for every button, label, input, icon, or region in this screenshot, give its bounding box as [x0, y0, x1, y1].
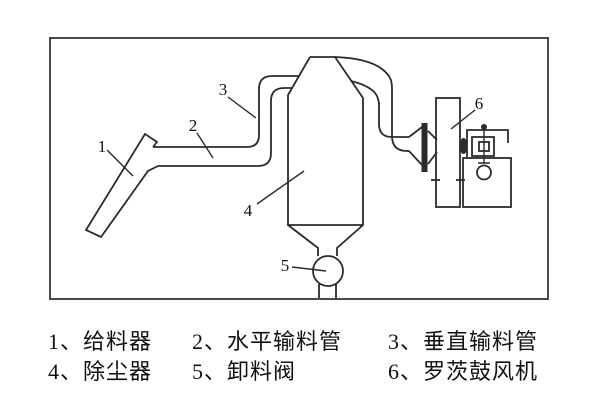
- legend-part-name: 卸料阀: [227, 359, 297, 384]
- exhaust-pipe-outer-wall: [334, 56, 409, 152]
- legend-separator: 、: [204, 359, 228, 384]
- legend-separator: 、: [204, 329, 228, 354]
- legend-item-6: 6、罗茨鼓风机: [388, 354, 538, 386]
- motor-bracket: [466, 129, 509, 157]
- legend-separator: 、: [400, 359, 424, 384]
- diagram-label-3: 3: [219, 80, 228, 99]
- legend: 1、给料器 2、水平输料管 3、垂直输料管 4、除尘器 5、卸料阀 6、罗茨鼓风…: [0, 0, 600, 384]
- leader-line-3: [227, 96, 257, 119]
- leader-line-5: [291, 266, 327, 272]
- exhaust-pipe-inner-wall: [350, 80, 409, 138]
- motor-body: [471, 136, 495, 157]
- legend-separator: 、: [400, 329, 424, 354]
- shaft-coupling: [459, 138, 468, 154]
- figure-border: [49, 37, 549, 300]
- discharge-outlet: [318, 284, 337, 298]
- inlet-reducer-cone: [408, 126, 423, 166]
- pipe-flange: [421, 123, 428, 172]
- legend-part-name: 水平输料管: [227, 329, 343, 354]
- leader-line-6: [450, 109, 476, 130]
- legend-number: 3: [388, 329, 400, 354]
- discharge-valve: [312, 255, 344, 287]
- leader-line-4: [256, 170, 305, 205]
- legend-part-name: 除尘器: [83, 359, 153, 384]
- legend-item-2: 2、水平输料管: [192, 324, 342, 356]
- legend-item-1: 1、给料器: [48, 324, 152, 356]
- legend-number: 6: [388, 359, 400, 384]
- legend-part-name: 垂直输料管: [423, 329, 539, 354]
- legend-number: 2: [192, 329, 204, 354]
- legend-part-name: 给料器: [83, 329, 153, 354]
- diagram-label-5: 5: [281, 256, 290, 275]
- roots-blower: [431, 97, 512, 208]
- leader-line-1: [106, 149, 134, 177]
- conveying-pipe-inner-wall: [158, 87, 292, 167]
- feeder-chute: [84, 132, 159, 239]
- legend-part-name: 罗茨鼓风机: [423, 359, 539, 384]
- diagram-label-2: 2: [189, 116, 198, 135]
- legend-item-3: 3、垂直输料管: [388, 324, 538, 356]
- legend-separator: 、: [60, 359, 84, 384]
- blower-casing: [435, 97, 461, 208]
- shaft-top-dot: [481, 124, 487, 130]
- diagram-label-4: 4: [244, 201, 253, 220]
- conveying-pipe-outer-wall: [153, 75, 299, 148]
- blower-base-box: [462, 157, 512, 208]
- legend-number: 1: [48, 329, 60, 354]
- pneumatic-conveying-system-diagram: 1 2 3 4 5 6: [49, 37, 549, 300]
- legend-number: 5: [192, 359, 204, 384]
- legend-number: 4: [48, 359, 60, 384]
- leader-line-2: [196, 132, 214, 159]
- dust-collector-body: [287, 56, 364, 256]
- legend-item-5: 5、卸料阀: [192, 354, 296, 386]
- diagram-label-6: 6: [475, 94, 484, 113]
- diagram-label-1: 1: [98, 137, 107, 156]
- legend-separator: 、: [60, 329, 84, 354]
- base-circle: [476, 164, 492, 181]
- legend-item-4: 4、除尘器: [48, 354, 152, 386]
